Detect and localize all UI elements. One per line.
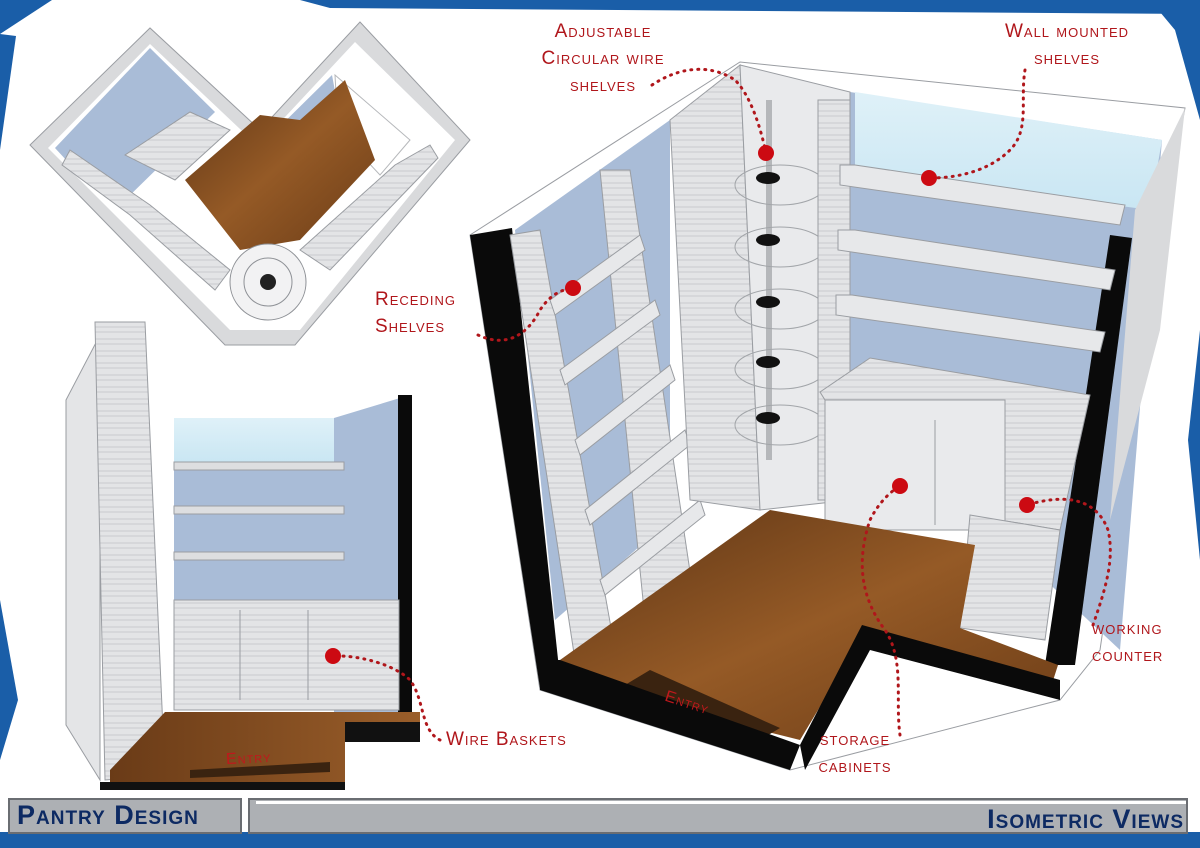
label-line: cabinets	[818, 756, 892, 777]
marker-dot-wire-baskets	[325, 648, 341, 664]
marker-dots	[325, 145, 1035, 664]
label-line: Shelves	[375, 316, 446, 337]
label-line: storage	[819, 729, 891, 750]
front-perspective-view	[65, 321, 420, 790]
label-line: Circular wire	[541, 48, 665, 69]
label-working-counter: working counter	[1092, 615, 1192, 669]
label-wall-mounted-shelves: Wall mounted shelves	[982, 18, 1152, 72]
footer-left-box	[8, 798, 242, 834]
label-line: Wire Baskets	[446, 729, 567, 750]
footer-right-bar-topline	[256, 801, 1186, 804]
entry-label-small: Entry	[225, 748, 272, 769]
label-line: working	[1092, 618, 1163, 639]
label-line: Receding	[375, 289, 456, 310]
footer-title-left: Pantry Design	[17, 800, 199, 830]
label-line: Wall mounted	[1004, 21, 1130, 42]
marker-dot-receding-shelves	[565, 280, 581, 296]
label-storage-cabinets: storage cabinets	[800, 726, 910, 780]
main-isometric-view	[469, 61, 1186, 771]
footer-right-bar	[248, 798, 1188, 834]
label-line: shelves	[569, 75, 636, 96]
label-line: shelves	[1033, 48, 1100, 69]
footer-title-right: Isometric Views	[987, 804, 1184, 834]
label-line: counter	[1092, 645, 1164, 666]
label-line: Adjustable	[554, 21, 652, 42]
leader-lines	[331, 67, 1112, 742]
label-receding-shelves: Receding Shelves	[375, 286, 485, 340]
marker-dot-storage-cabinets	[892, 478, 908, 494]
marker-dot-working-counter	[1019, 497, 1035, 513]
marker-dot-circular-shelves	[758, 145, 774, 161]
label-wire-baskets: Wire Baskets	[446, 726, 596, 753]
marker-dot-wall-shelves	[921, 170, 937, 186]
label-adjustable-circular-shelves: Adjustable Circular wire shelves	[518, 18, 688, 99]
plan-view	[29, 21, 471, 346]
